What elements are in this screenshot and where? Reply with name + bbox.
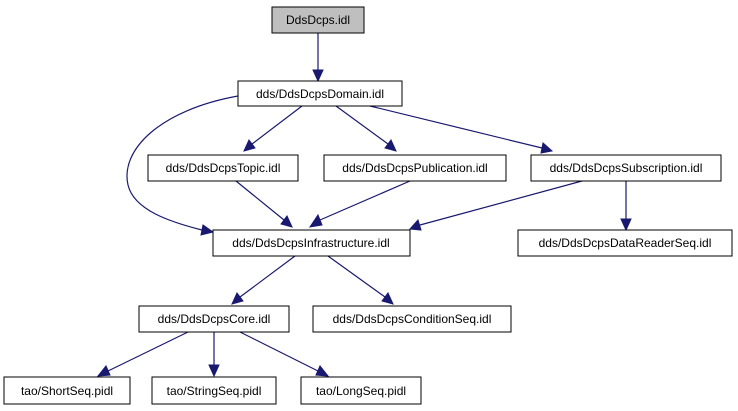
edge-topic-to-infrastructure	[235, 180, 293, 228]
node-ddsdcpsdomain-label: dds/DdsDcpsDomain.idl	[256, 87, 384, 101]
edge-publication-to-infrastructure	[308, 180, 411, 228]
edge-subscription-to-infrastructure	[408, 180, 583, 231]
node-stringseq-label: tao/StringSeq.pidl	[167, 384, 262, 398]
edges	[96, 33, 632, 378]
node-longseq-label: tao/LongSeq.pidl	[316, 384, 406, 398]
node-shortseq-label: tao/ShortSeq.pidl	[21, 384, 113, 398]
node-ddsdcpsinfrastructure-label: dds/DdsDcpsInfrastructure.idl	[232, 236, 389, 250]
edge-core-to-longseq	[239, 331, 330, 377]
edge-domain-to-publication	[335, 105, 397, 152]
edge-core-to-stringseq	[208, 332, 220, 378]
edge-domain-to-infrastructure	[126, 95, 239, 236]
node-ddsdcpsconditionseq-label: dds/DdsDcpsConditionSeq.idl	[333, 312, 492, 326]
edge-core-to-shortseq	[96, 331, 189, 377]
node-ddsdcpscore-label: dds/DdsDcpsCore.idl	[158, 312, 271, 326]
node-ddsdcpsconditionseq[interactable]: dds/DdsDcpsConditionSeq.idl	[312, 305, 512, 333]
node-ddsdcps[interactable]: DdsDcps.idl	[271, 6, 365, 34]
node-ddsdcpsdatareaderseq-label: dds/DdsDcpsDataReaderSeq.idl	[539, 236, 712, 250]
node-longseq[interactable]: tao/LongSeq.pidl	[300, 376, 422, 405]
node-ddsdcpstopic-label: dds/DdsDcpsTopic.idl	[166, 161, 281, 175]
node-ddsdcpssubscription[interactable]: dds/DdsDcpsSubscription.idl	[530, 154, 722, 182]
node-ddsdcpspublication-label: dds/DdsDcpsPublication.idl	[342, 161, 487, 175]
node-ddsdcpscore[interactable]: dds/DdsDcpsCore.idl	[138, 305, 290, 333]
node-stringseq[interactable]: tao/StringSeq.pidl	[151, 376, 277, 405]
edge-domain-to-topic	[243, 105, 303, 152]
node-ddsdcpstopic[interactable]: dds/DdsDcpsTopic.idl	[147, 154, 299, 182]
nodes: DdsDcps.idl dds/DdsDcpsDomain.idl dds/Dd…	[3, 6, 733, 405]
edge-infrastructure-to-core	[231, 255, 296, 305]
node-ddsdcpsinfrastructure[interactable]: dds/DdsDcpsInfrastructure.idl	[212, 229, 411, 257]
edge-subscription-to-datareaderseq	[620, 181, 632, 232]
node-shortseq[interactable]: tao/ShortSeq.pidl	[3, 376, 131, 405]
node-ddsdcps-label: DdsDcps.idl	[286, 13, 350, 27]
node-ddsdcpsdatareaderseq[interactable]: dds/DdsDcpsDataReaderSeq.idl	[517, 229, 733, 257]
edge-root-to-domain	[312, 33, 324, 83]
node-ddsdcpssubscription-label: dds/DdsDcpsSubscription.idl	[550, 161, 703, 175]
node-ddsdcpspublication[interactable]: dds/DdsDcpsPublication.idl	[323, 154, 507, 182]
node-ddsdcpsdomain[interactable]: dds/DdsDcpsDomain.idl	[237, 80, 403, 107]
edge-infrastructure-to-conditionseq	[327, 255, 394, 305]
edge-domain-to-subscription	[369, 105, 554, 154]
